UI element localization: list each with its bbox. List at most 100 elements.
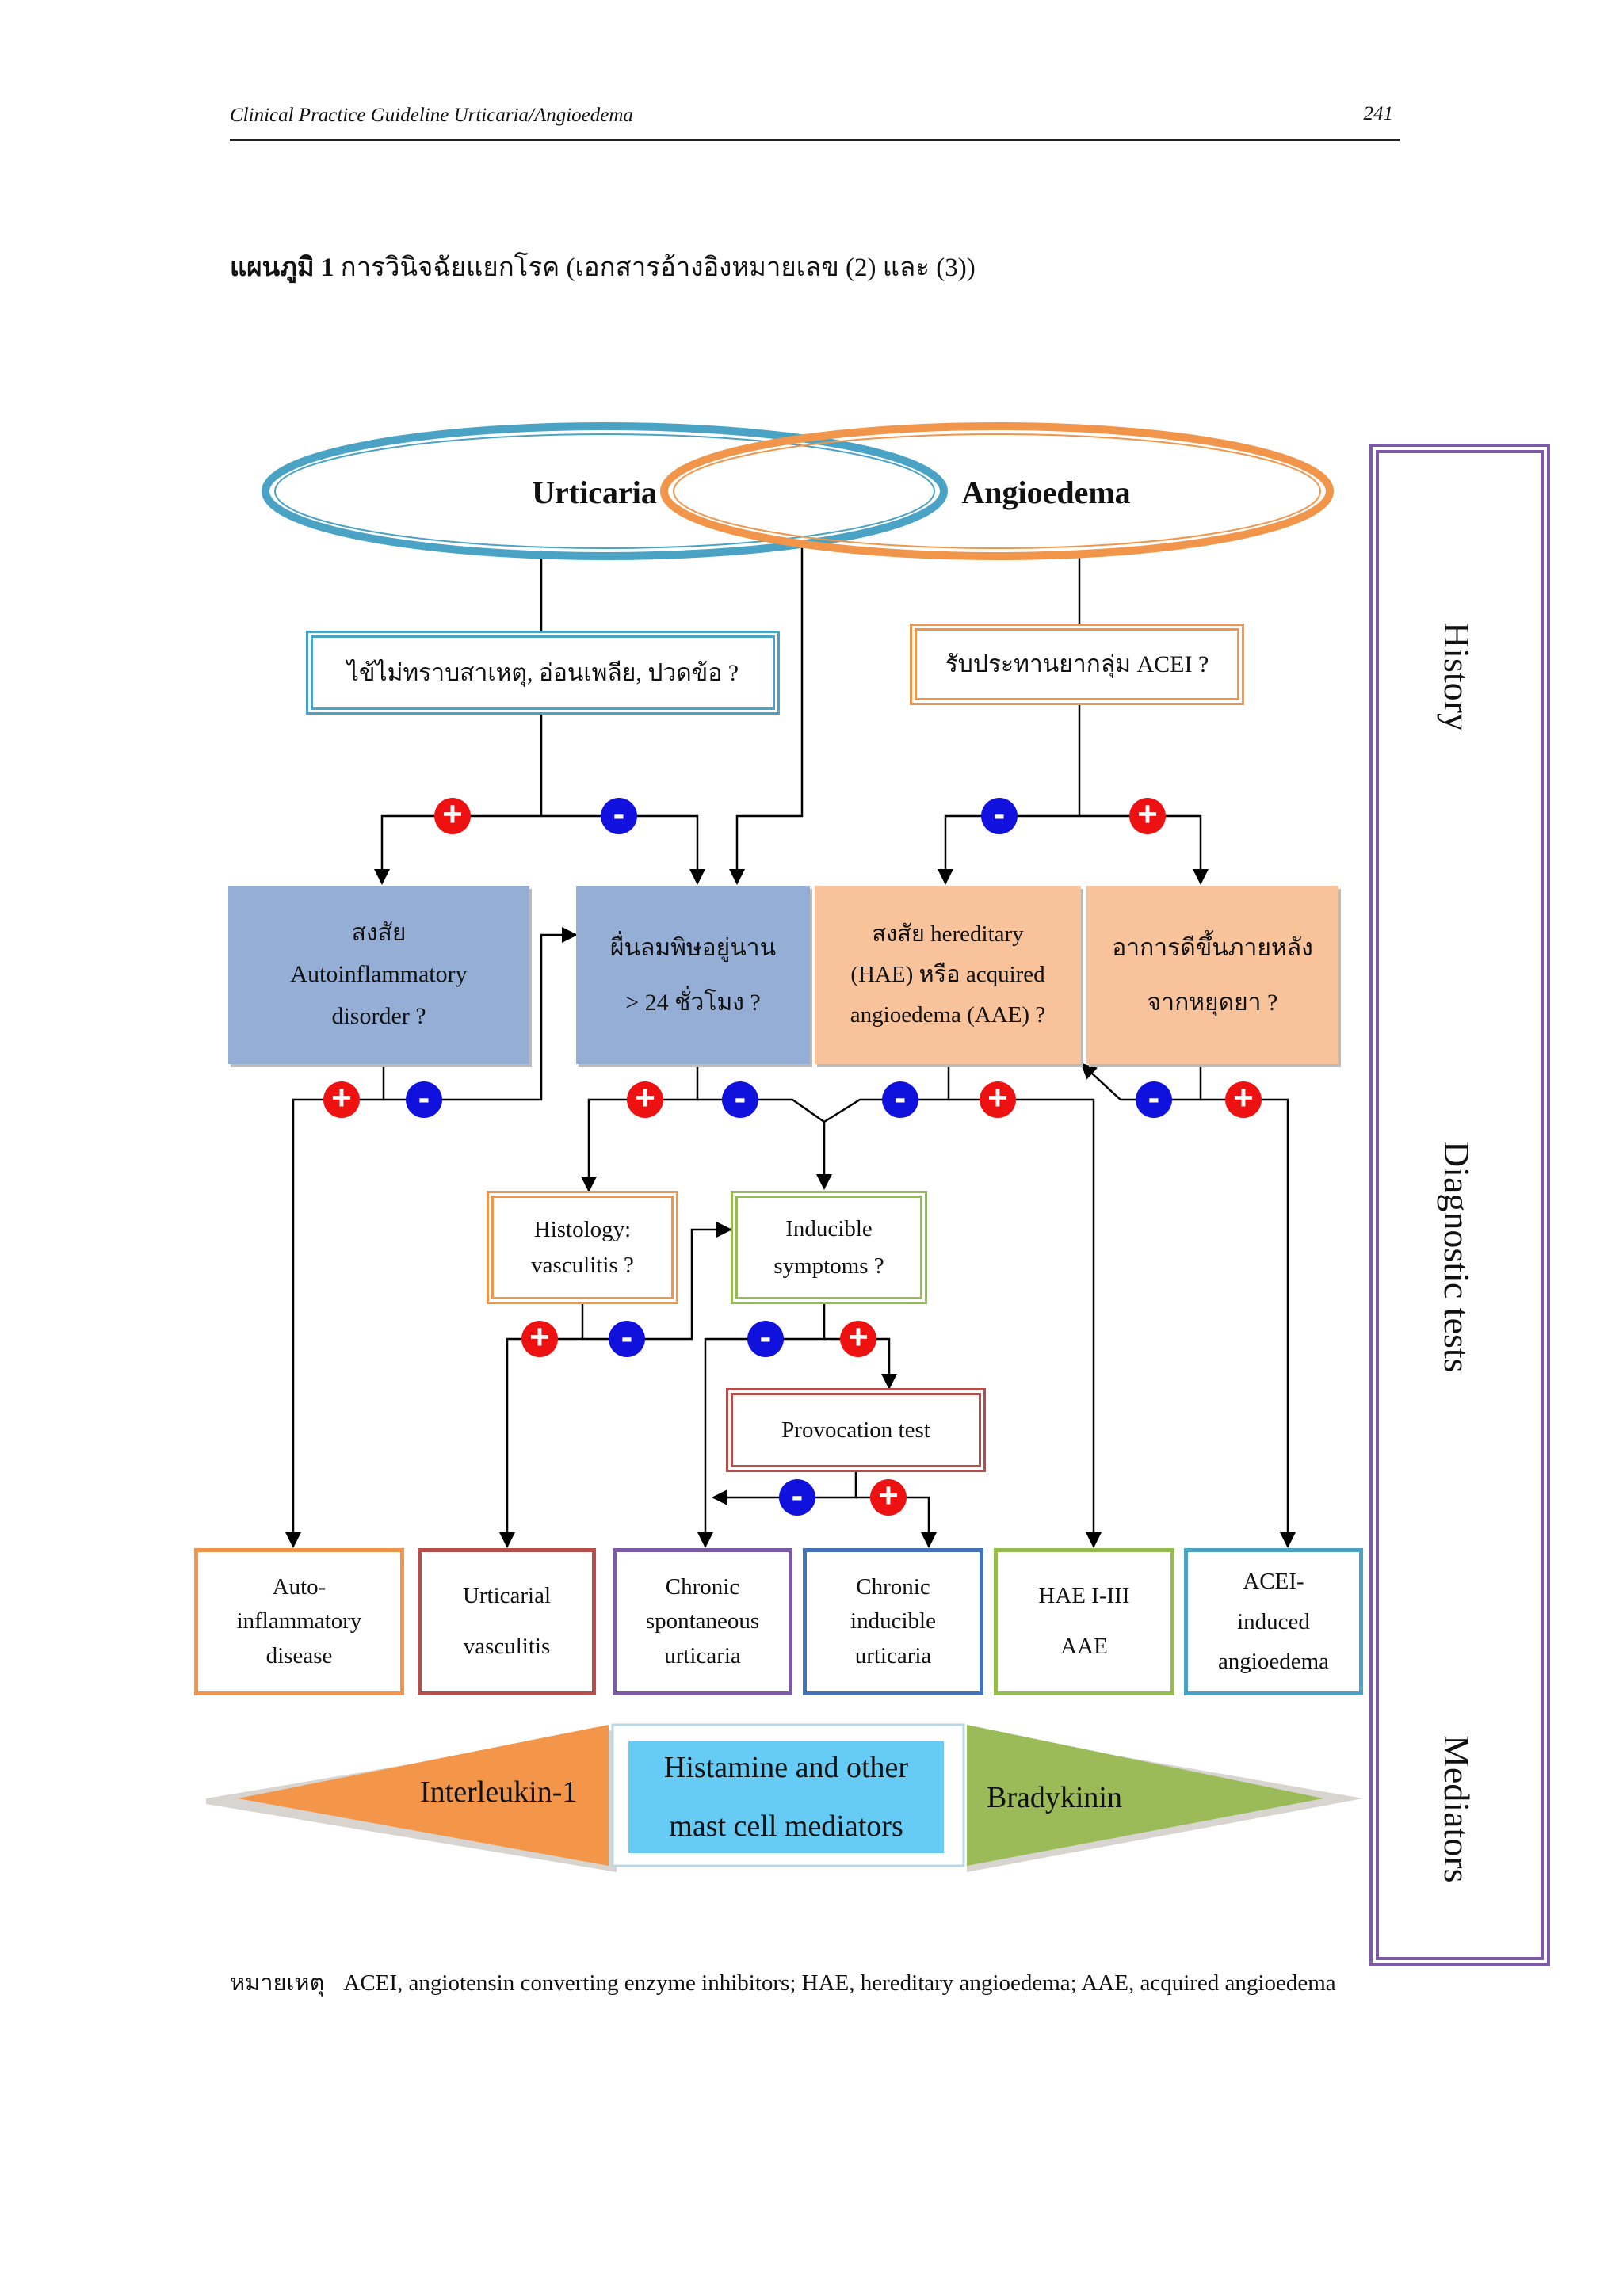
- connector-acei-plus: [1079, 814, 1209, 885]
- outcome-chronic-spontaneous-urticaria: Chronic spontaneous urticaria: [613, 1548, 792, 1695]
- top-ovals: [262, 422, 1334, 560]
- question-fever-text: ไข้ไม่ทราบสาเหตุ, อ่อนเพลีย, ปวดข้อ ?: [346, 659, 739, 686]
- side-label-mediators: Mediators: [1437, 1735, 1477, 1883]
- question-acei-box: รับประทานยากลุ่ม ACEI ?: [910, 624, 1244, 705]
- running-header-title: Clinical Practice Guideline Urticaria/An…: [230, 105, 633, 126]
- improve-after-stop-line1: อาการดีขึ้นภายหลัง: [1112, 934, 1313, 961]
- outcome-cindu-line1: Chronic: [856, 1573, 930, 1600]
- outcome-autoinflammatory-line2: inflammatory: [236, 1608, 362, 1634]
- outcome-chronic-inducible-urticaria: Chronic inducible urticaria: [803, 1548, 983, 1695]
- mediator-right-triangle: [967, 1725, 1323, 1866]
- footnote-label: หมายเหตุ: [230, 1970, 325, 1996]
- wheal-duration-line1: ผื่นลมพิษอยู่นาน: [609, 934, 777, 961]
- side-label-history: History: [1437, 622, 1477, 731]
- suspect-autoinflammatory-box: สงสัย Autoinflammatory disorder ?: [228, 886, 529, 1064]
- suspect-autoinflammatory-line2: Autoinflammatory: [290, 961, 468, 988]
- connector-improve-plus: [1201, 1098, 1296, 1548]
- suspect-hae-line1: สงสัย hereditary: [872, 921, 1024, 948]
- mediator-histamine-line1: Histamine and other: [663, 1750, 909, 1784]
- inducible-symptoms-line1: Inducible: [785, 1216, 873, 1242]
- minus-sign: -: [981, 797, 1018, 834]
- urticaria-oval-inner: [274, 433, 935, 549]
- angioedema-oval-inner: [673, 433, 1321, 549]
- outcome-autoinflammatory-disease: Auto- inflammatory disease: [194, 1548, 404, 1695]
- minus-sign: -: [722, 1081, 758, 1118]
- mediator-histamine-line2: mast cell mediators: [669, 1810, 903, 1843]
- outcome-hae-line1: HAE I-III: [1038, 1583, 1130, 1609]
- plus-sign: +: [840, 1320, 876, 1357]
- question-fever-box: ไข้ไม่ทราบสาเหตุ, อ่อนเพลีย, ปวดข้อ ?: [306, 631, 780, 715]
- plus-sign: +: [521, 1320, 558, 1357]
- improve-after-stop-box: อาการดีขึ้นภายหลัง จากหยุดยา ?: [1086, 886, 1338, 1064]
- suspect-autoinflammatory-line1: สงสัย: [351, 919, 407, 946]
- histology-line1: Histology:: [533, 1216, 632, 1242]
- outcome-urticarial-vasculitis: Urticarial vasculitis: [418, 1548, 596, 1695]
- suspect-hae-line3: angioedema (AAE) ?: [850, 1001, 1046, 1028]
- mediator-interleukin-label: Interleukin-1: [420, 1775, 578, 1809]
- outcome-csu-line1: Chronic: [665, 1573, 740, 1600]
- levels-side-panel: [1369, 444, 1550, 1966]
- footnote: หมายเหตุ ACEI, angiotensin converting enz…: [230, 1957, 1371, 2009]
- connector-hae-plus: [949, 1098, 1102, 1548]
- histology-box: Histology: vasculitis ?: [487, 1191, 678, 1304]
- outcome-acei-line1: ACEI-: [1243, 1568, 1304, 1594]
- outcome-csu-line2: spontaneous: [645, 1608, 760, 1634]
- outcome-acei-line2: induced: [1237, 1608, 1310, 1634]
- footnote-text: ACEI, angiotensin converting enzyme inhi…: [343, 1970, 1336, 1996]
- outcome-cindu-line2: inducible: [850, 1608, 936, 1634]
- minus-sign: -: [601, 797, 637, 834]
- connector-urticaria-wheal: [729, 547, 804, 885]
- outcome-autoinflammatory-line1: Auto-: [272, 1573, 327, 1600]
- plus-sign: +: [980, 1081, 1016, 1118]
- minus-sign: -: [747, 1320, 784, 1357]
- mediator-left-triangle: [238, 1725, 609, 1866]
- mediator-histamine-box: Histamine and other mast cell mediators: [628, 1741, 944, 1853]
- outcome-autoinflammatory-line3: disease: [265, 1642, 333, 1669]
- suspect-autoinflammatory-line3: disorder ?: [331, 1002, 426, 1029]
- plus-sign: +: [870, 1478, 907, 1516]
- outcome-csu-line3: urticaria: [664, 1642, 741, 1669]
- header-rule: [230, 139, 1400, 141]
- figure-caption-text: การวินิจฉัยแยกโรค (เอกสารอ้างอิงหมายเลข …: [334, 254, 976, 282]
- question-acei-text: รับประทานยากลุ่ม ACEI ?: [945, 651, 1209, 677]
- outcome-vasculitis-line1: Urticarial: [462, 1583, 552, 1609]
- provocation-test-box: Provocation test: [726, 1388, 986, 1472]
- plus-sign: +: [434, 797, 471, 834]
- mediator-bradykinin-label: Bradykinin: [987, 1781, 1122, 1814]
- minus-sign: -: [779, 1478, 815, 1516]
- minus-sign: -: [609, 1320, 645, 1357]
- plus-sign: +: [323, 1081, 360, 1118]
- outcome-hae-aae: HAE I-III AAE: [994, 1548, 1174, 1695]
- outcome-cindu-line3: urticaria: [854, 1642, 932, 1669]
- side-label-diagnostic-tests: Diagnostic tests: [1437, 1141, 1477, 1373]
- plus-sign: +: [1225, 1081, 1262, 1118]
- histology-line2: vasculitis ?: [531, 1252, 634, 1278]
- connector-fever-minus: [541, 814, 705, 885]
- minus-sign: -: [406, 1081, 442, 1118]
- suspect-hae-line2: (HAE) หรือ acquired: [850, 962, 1045, 988]
- connector-auto-plus: [285, 1064, 385, 1548]
- figure-caption-label: แผนภูมิ 1: [230, 254, 334, 282]
- provocation-test-text: Provocation test: [781, 1417, 930, 1443]
- urticaria-label: Urticaria: [532, 475, 657, 510]
- plus-sign: +: [1129, 797, 1166, 834]
- outcome-vasculitis-line2: vasculitis: [463, 1634, 551, 1659]
- angioedema-oval-outer: [660, 422, 1334, 560]
- figure-caption: แผนภูมิ 1 การวินิจฉัยแยกโรค (เอกสารอ้างอ…: [230, 246, 976, 288]
- wheal-duration-box: ผื่นลมพิษอยู่นาน > 24 ชั่วโมง ?: [576, 886, 810, 1064]
- angioedema-label: Angioedema: [961, 475, 1131, 510]
- minus-sign: -: [1136, 1081, 1172, 1118]
- outcome-acei-line3: angioedema: [1217, 1649, 1330, 1675]
- connector-fever-plus: [374, 814, 541, 885]
- connector-auto-minus: [384, 927, 578, 1101]
- outcome-acei-induced-angioedema: ACEI- induced angioedema: [1184, 1548, 1363, 1695]
- plus-sign: +: [627, 1081, 663, 1118]
- inducible-symptoms-line2: symptoms ?: [773, 1253, 884, 1279]
- connector-wheal-minus: [697, 1098, 832, 1190]
- inducible-symptoms-box: Inducible symptoms ?: [731, 1191, 927, 1304]
- outcome-hae-line2: AAE: [1060, 1634, 1108, 1659]
- suspect-hae-box: สงสัย hereditary (HAE) หรือ acquired ang…: [815, 886, 1081, 1064]
- page-number: 241: [1363, 103, 1394, 124]
- connector-acei-minus: [938, 814, 1079, 885]
- urticaria-oval-outer: [262, 422, 948, 560]
